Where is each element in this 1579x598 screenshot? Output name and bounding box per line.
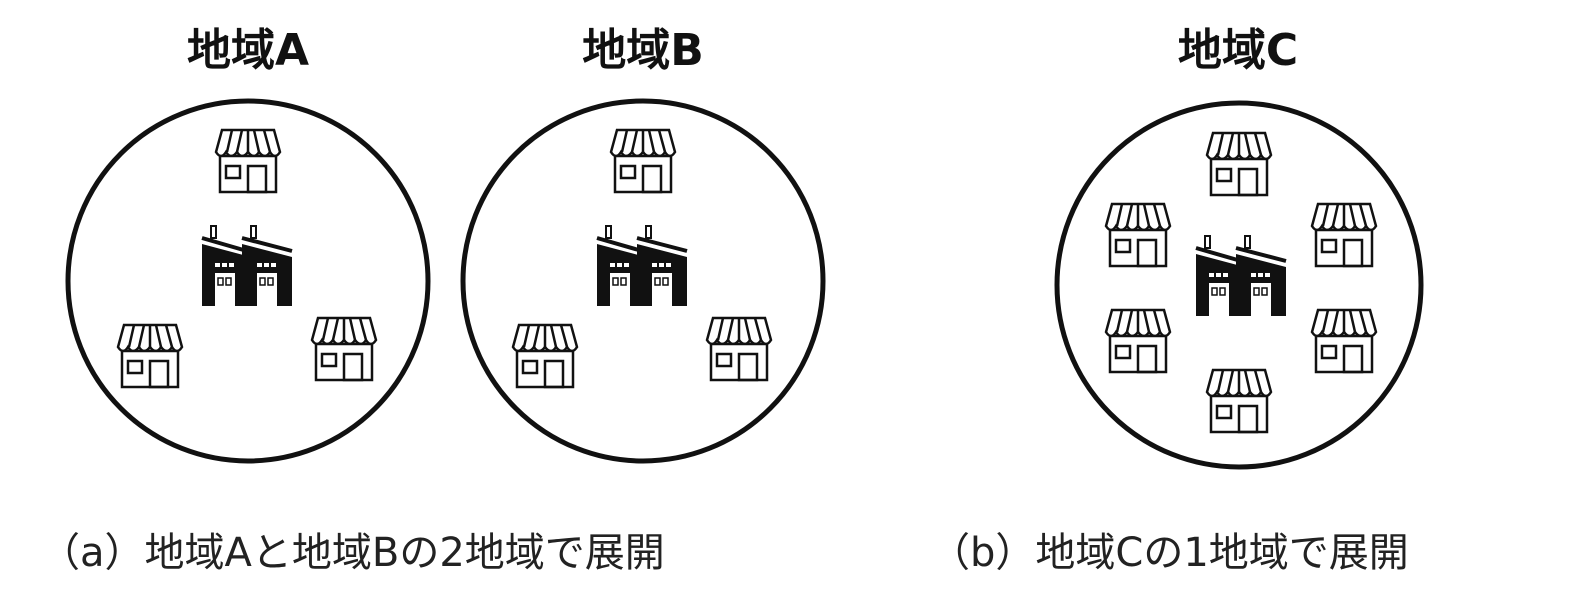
region-c-title: 地域C	[1177, 25, 1299, 76]
region-b-title: 地域B	[582, 25, 704, 76]
region-a-boundary	[65, 98, 431, 464]
region-b-boundary	[460, 98, 826, 464]
region-a	[65, 98, 431, 464]
factory-icon	[595, 224, 689, 308]
store-icon	[705, 316, 773, 382]
caption-b: （b）地域Cの1地域で展開	[930, 530, 1409, 576]
store-icon	[1104, 308, 1172, 374]
store-icon	[1205, 131, 1273, 197]
store-icon	[1104, 202, 1172, 268]
region-c	[1054, 100, 1424, 470]
region-c-boundary	[1054, 100, 1424, 470]
store-icon	[116, 323, 184, 389]
factory-icon	[1194, 234, 1288, 318]
factory-icon	[200, 224, 294, 308]
region-b	[460, 98, 826, 464]
store-icon	[609, 128, 677, 194]
store-icon	[511, 323, 579, 389]
store-icon	[310, 316, 378, 382]
store-icon	[1310, 308, 1378, 374]
store-icon	[1205, 368, 1273, 434]
region-a-title: 地域A	[186, 25, 310, 76]
store-icon	[214, 128, 282, 194]
caption-a: （a）地域Aと地域Bの2地域で展開	[40, 530, 665, 576]
store-icon	[1310, 202, 1378, 268]
